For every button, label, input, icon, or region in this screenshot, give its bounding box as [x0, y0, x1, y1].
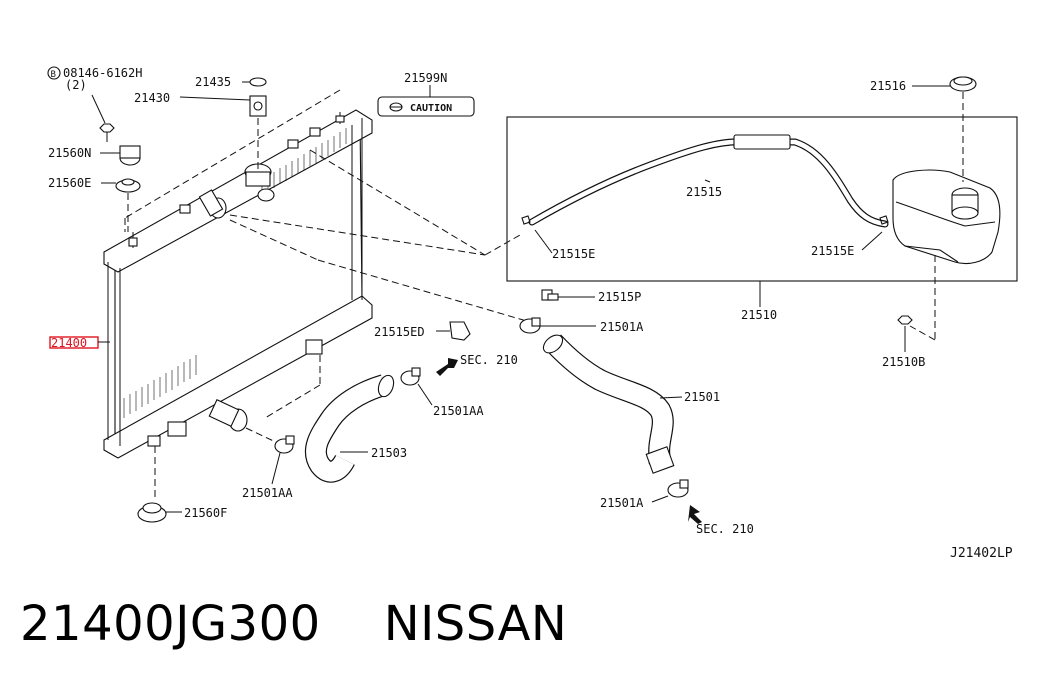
clips	[436, 289, 595, 341]
reservoir-assembly-21510	[506, 76, 1018, 352]
callout-labels: 08146-6162H (2) 21435 21430 21560N 21560…	[48, 66, 1013, 561]
label-bolt-std: 08146-6162H	[63, 66, 142, 80]
diagram-code: J21402LP	[950, 546, 1013, 561]
caution-label-21599N	[377, 85, 475, 117]
arrow-up-right-icon	[436, 358, 458, 376]
bottom-mount-21560F	[137, 502, 182, 523]
lower-hose-21503	[271, 358, 458, 485]
label-sec210-upper: SEC. 210	[460, 353, 518, 367]
label-21503: 21503	[371, 446, 407, 460]
label-21501A-top: 21501A	[600, 320, 644, 334]
upper-hose-21501	[519, 317, 702, 524]
label-21501AA-top: 21501AA	[433, 404, 484, 418]
part-number: 21400JG300	[20, 596, 321, 652]
label-21560F: 21560F	[184, 506, 227, 520]
radiator-fins-upper	[261, 128, 347, 196]
radiator-21400	[49, 109, 373, 459]
mount-hardware: B	[47, 66, 341, 232]
svg-text:B: B	[51, 70, 56, 80]
label-21515: 21515	[686, 185, 722, 199]
label-21510B: 21510B	[882, 355, 925, 369]
brand-name: NISSAN	[383, 596, 568, 652]
label-21515E-left: 21515E	[552, 247, 595, 261]
label-21515ED: 21515ED	[374, 325, 425, 339]
label-21435: 21435	[195, 75, 231, 89]
arrow-down-right-icon	[688, 505, 702, 524]
radiator-fins-lower	[123, 355, 197, 418]
bolt-symbol-icon	[47, 66, 61, 80]
label-21560E: 21560E	[48, 176, 91, 190]
label-21515E-right: 21515E	[811, 244, 854, 258]
parts-diagram: B	[47, 66, 1018, 561]
label-21510: 21510	[741, 308, 777, 322]
caption: 21400JG300 NISSAN	[20, 596, 567, 652]
label-sec210-lower: SEC. 210	[696, 522, 754, 536]
label-21501A-bottom: 21501A	[600, 496, 644, 510]
label-caution: CAUTION	[410, 103, 452, 114]
label-21599N: 21599N	[404, 71, 447, 85]
label-21501AA-bottom: 21501AA	[242, 486, 293, 500]
label-21430: 21430	[134, 91, 170, 105]
label-21560N: 21560N	[48, 146, 91, 160]
label-21516: 21516	[870, 79, 906, 93]
label-21501: 21501	[684, 390, 720, 404]
label-21515P: 21515P	[598, 290, 641, 304]
label-21400: 21400	[51, 336, 87, 350]
label-bolt-qty: (2)	[65, 78, 87, 92]
